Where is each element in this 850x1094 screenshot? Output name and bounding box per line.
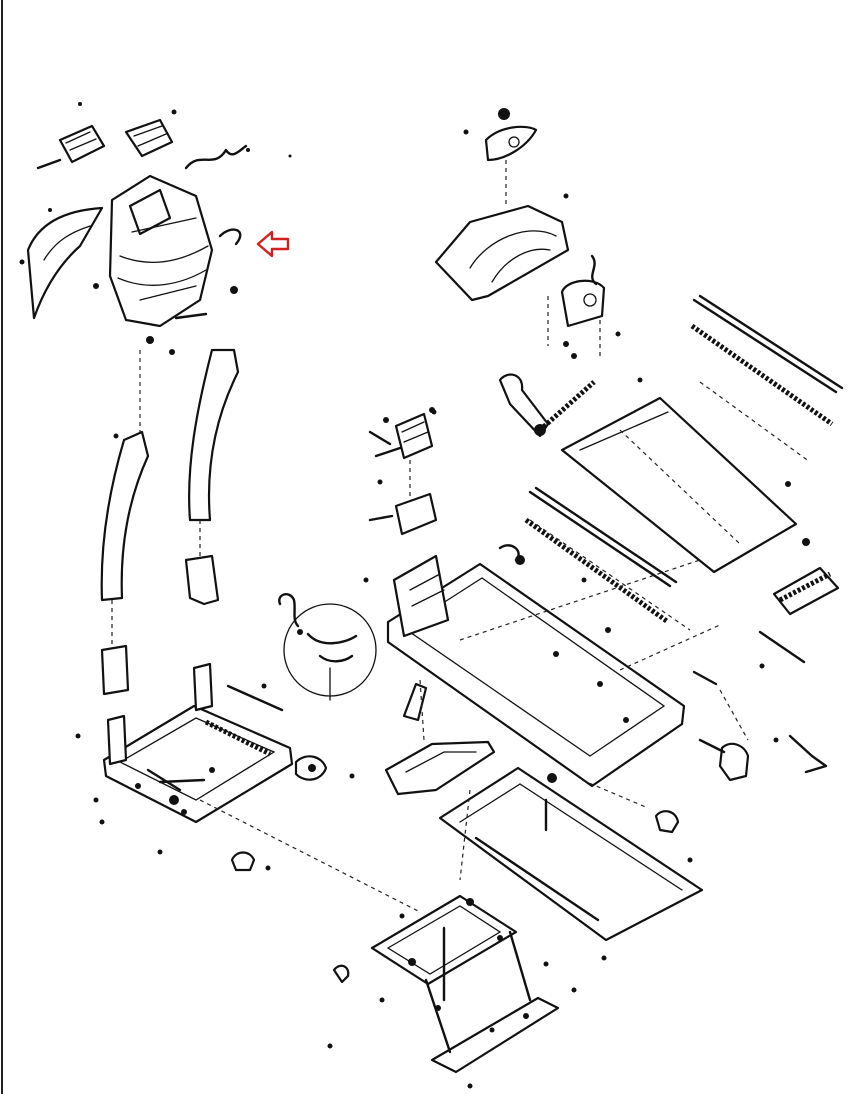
controller-board bbox=[368, 407, 438, 536]
upright-tubes bbox=[100, 348, 240, 696]
incline-frame bbox=[332, 894, 560, 1074]
motor-tray bbox=[384, 682, 704, 942]
part-callouts bbox=[19, 102, 779, 1089]
main-frame bbox=[386, 544, 828, 834]
deck-and-rails bbox=[524, 294, 844, 664]
motor-hood-assembly bbox=[434, 108, 606, 438]
console-assembly bbox=[26, 118, 248, 355]
leader-lines bbox=[419, 519, 749, 881]
base-frame bbox=[102, 662, 421, 913]
left-arrow-icon bbox=[256, 230, 290, 258]
wire-harness-detail bbox=[278, 593, 377, 701]
